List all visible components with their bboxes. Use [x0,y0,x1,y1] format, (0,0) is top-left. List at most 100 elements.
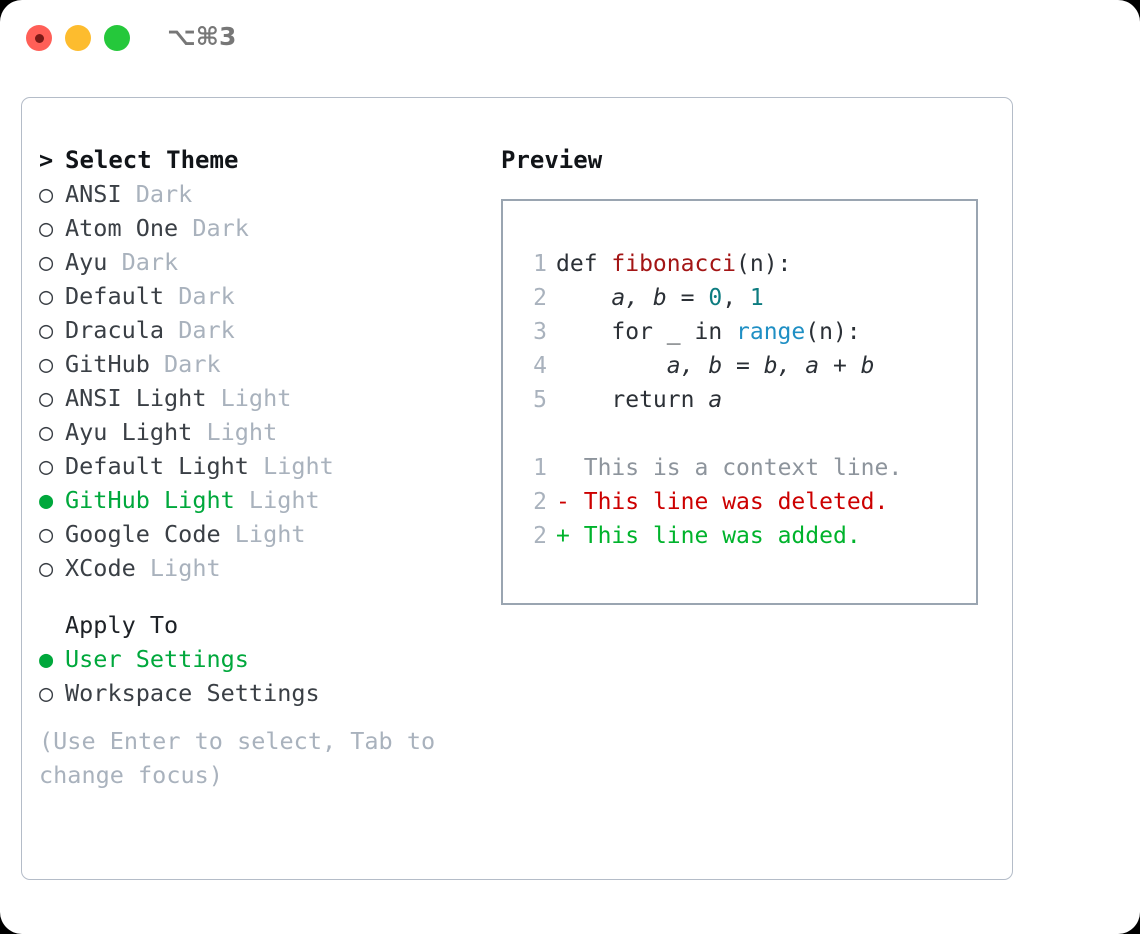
apply-to-label: User Settings [65,645,249,673]
theme-selector-column: >Select Theme ○ANSI Dark○Atom One Dark○A… [39,143,469,792]
diff-content: This line was deleted. [583,489,889,515]
theme-list-item[interactable]: ○Google Code Light [39,517,469,551]
line-number: 5 [533,387,547,413]
diff-content: This is a context line. [583,455,903,481]
code-line: 3 for _ in range(n): [519,315,970,349]
maximize-button[interactable] [104,25,130,51]
minimize-button[interactable] [65,25,91,51]
diff-text-context: This is a context line. [547,451,903,485]
diff-line: 1 This is a context line. [519,451,970,485]
theme-category-tag: Light [234,486,320,514]
code-token-var: a, b = b, a + b [556,353,875,379]
radio-unselected-icon[interactable]: ○ [39,520,54,548]
code-token-num: 0 [708,285,723,311]
apply-to-label: Workspace Settings [65,679,320,707]
diff-line: 2- This line was deleted. [519,485,970,519]
theme-list-item[interactable]: ○ Default Light Light [39,449,469,483]
line-number: 1 [533,455,547,481]
line-number: 4 [533,353,547,379]
apply-to-list: ● User Settings ○ Workspace Settings [39,642,469,710]
code-token-plain: , [722,285,750,311]
theme-list: ○ ANSI Dark ○ Atom One Dark ○ Ayu Dark ○ Defaul… [39,177,469,585]
radio-unselected-icon[interactable]: ○ [39,282,54,310]
theme-list-item[interactable]: ○ Default Dark [39,279,469,313]
radio-unselected-icon[interactable]: ○ [39,418,54,446]
code-token-plain: def [556,251,612,277]
title-bar: ⌥⌘3 [0,0,1140,76]
radio-unselected-icon[interactable]: ○ [39,452,54,480]
theme-name-label: GitHub [65,350,150,378]
theme-category-tag: Light [220,520,306,548]
line-number: 3 [533,319,547,345]
radio-unselected-icon[interactable]: ○ [39,350,54,378]
theme-list-item[interactable]: ○Ayu Light Light [39,415,469,449]
code-token-plain: (n): [805,319,861,345]
theme-category-tag: Dark [164,282,235,310]
theme-name-label: XCode [65,554,136,582]
diff-text-del: - This line was deleted. [547,485,888,519]
apply-to-option[interactable]: ● User Settings [39,642,469,676]
theme-name-label: Ayu [65,248,108,276]
theme-category-tag: Dark [178,214,249,242]
theme-category-tag: Dark [149,350,221,378]
theme-list-item[interactable]: ○XCode Light [39,551,469,585]
theme-name-label: Ayu Light [65,418,193,446]
theme-name-label: Default [65,282,165,310]
theme-list-item[interactable]: ○ Dracula Dark [39,313,469,347]
line-number: 2 [533,489,547,515]
code-token-num: 1 [749,285,764,311]
theme-list-item[interactable]: ○ ANSI Dark [39,177,469,211]
theme-list-item[interactable]: ○ANSI Light Light [39,381,469,415]
radio-selected-icon[interactable]: ● [39,645,54,673]
apply-to-title: Apply To [65,611,179,639]
radio-selected-icon[interactable]: ● [39,486,54,514]
code-text: for _ in range(n): [547,315,861,349]
theme-category-tag: Light [206,384,292,412]
theme-list-item[interactable]: ○Ayu Dark [39,245,469,279]
theme-list-item[interactable]: ○ GitHub Dark [39,347,469,381]
preview-title: Preview [501,146,603,174]
code-text: def fibonacci(n): [547,247,791,281]
theme-name-label: Dracula [65,316,165,344]
theme-category-tag: Dark [164,316,235,344]
radio-unselected-icon[interactable]: ○ [39,384,54,412]
radio-unselected-icon[interactable]: ○ [39,679,54,707]
code-token-plain: (n): [736,251,792,277]
line-number: 2 [533,523,547,549]
code-text: a, b = 0, 1 [547,281,764,315]
main-panel: >Select Theme ○ANSI Dark○Atom One Dark○A… [21,97,1013,880]
code-text: return a [547,383,722,417]
theme-name-label: Default Light [65,452,249,480]
theme-category-tag: Light [248,452,334,480]
diff-prefix [556,455,570,481]
theme-category-tag: Dark [121,180,193,208]
select-theme-header-label: Select Theme [65,146,239,174]
diff-sample: 1 This is a context line.2- This line wa… [519,451,970,553]
radio-unselected-icon[interactable]: ○ [39,214,54,242]
code-token-var: a, b = [556,285,709,311]
diff-content: This line was added. [583,523,861,549]
close-button[interactable] [26,25,52,51]
window-controls [26,25,130,51]
keyboard-shortcut-label: ⌥⌘3 [167,22,237,51]
radio-unselected-icon[interactable]: ○ [39,316,54,344]
apply-to-option[interactable]: ○ Workspace Settings [39,676,469,710]
radio-unselected-icon[interactable]: ○ [39,554,54,582]
theme-list-item[interactable]: ○ Atom One Dark [39,211,469,245]
line-number: 1 [533,251,547,277]
theme-name-label: GitHub Light [65,486,235,514]
radio-unselected-icon[interactable]: ○ [39,180,54,208]
radio-unselected-icon[interactable]: ○ [39,248,54,276]
code-token-func: fibonacci [611,251,737,277]
code-token-builtin: range [736,319,806,345]
theme-list-item[interactable]: ● GitHub Light Light [39,483,469,517]
theme-name-label: Atom One [65,214,179,242]
select-theme-header: > Select Theme [39,143,469,177]
line-number: 2 [533,285,547,311]
prompt-caret-icon: > [39,146,54,174]
theme-name-label: ANSI [65,180,122,208]
code-line: 2 a, b = 0, 1 [519,281,970,315]
